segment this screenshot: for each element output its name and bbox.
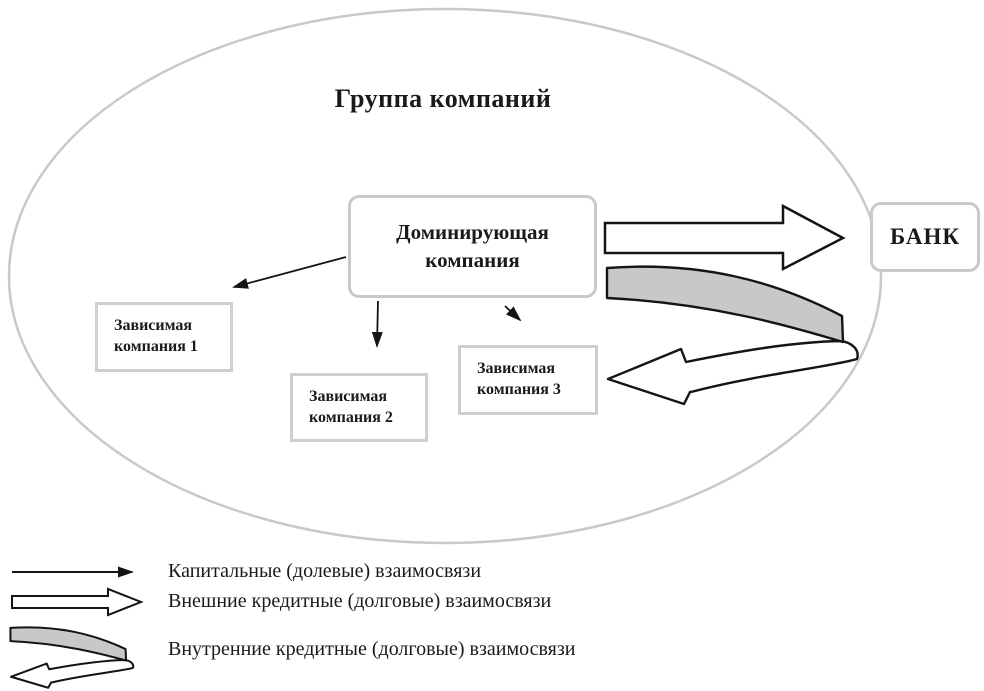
external-credit-arrow [603, 203, 846, 272]
node-label: БАНК [889, 224, 961, 250]
node-label: Зависимая компания 3 [477, 360, 561, 398]
node-dependent-company-1: Зависимая компания 1 [95, 302, 233, 372]
node-dependent-company-2: Зависимая компания 2 [290, 373, 428, 442]
node-dependent-company-3: Зависимая компания 3 [458, 345, 598, 415]
node-bank: БАНК [870, 202, 980, 272]
node-label: Зависимая компания 1 [114, 317, 198, 355]
capital-link-arrow-2 [371, 300, 383, 348]
internal-credit-ribbon-arrow [605, 265, 859, 406]
capital-link-arrow-1 [232, 256, 347, 289]
group-title: Группа компаний [334, 84, 552, 113]
group-boundary-ellipse [7, 7, 883, 545]
ribbon-return-band [606, 339, 859, 406]
legend-label-external-credit-links: Внешние кредитные (долговые) взаимосвязи [168, 590, 552, 612]
legend-internal-credit-ribbon-icon [10, 627, 133, 687]
capital-link-arrow-3 [504, 305, 522, 322]
legend-external-credit-arrow-icon [11, 587, 144, 617]
legend-label-internal-credit-links: Внутренние кредитные (долговые) взаимосв… [168, 638, 576, 660]
node-dominant-company: Доминирующая компания [348, 195, 597, 298]
node-label: Зависимая компания 2 [309, 387, 393, 426]
ribbon-gray-band [605, 265, 845, 344]
legend-label-capital-links: Капитальные (долевые) взаимосвязи [168, 560, 482, 582]
node-label: Доминирующая компания [396, 220, 549, 272]
